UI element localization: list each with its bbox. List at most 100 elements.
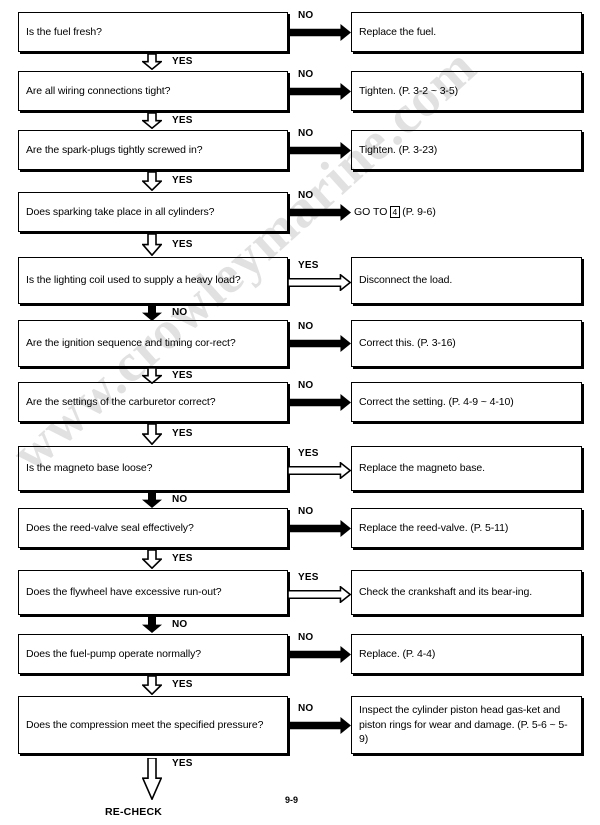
flow-label-10: NO [172, 618, 188, 630]
branch-arrow-no-11 [288, 645, 351, 663]
flow-arrow-yes-6 [142, 368, 162, 384]
terminal-recheck: RE-CHECK [105, 806, 163, 818]
flow-label-12: YES [172, 758, 193, 769]
branch-arrow-no-9 [288, 519, 351, 537]
result-text: Inspect the cylinder piston head gas-ket… [359, 704, 568, 746]
question-box-4[interactable]: Does sparking take place in all cylinder… [18, 192, 288, 232]
result-box-5[interactable]: Disconnect the load. [351, 257, 582, 304]
flow-label-2: YES [172, 114, 193, 126]
flow-label-9: YES [172, 553, 193, 564]
result-box-11[interactable]: Replace. (P. 4-4) [351, 634, 582, 674]
question-box-12[interactable]: Does the compression meet the specified … [18, 696, 288, 754]
result-text: Replace the magneto base. [359, 462, 485, 475]
branch-arrow-yes-8 [288, 462, 351, 479]
question-box-6[interactable]: Are the ignition sequence and timing cor… [18, 320, 288, 367]
question-text: Are the spark-plugs tightly screwed in? [26, 143, 203, 156]
branch-arrow-yes-5 [288, 274, 351, 291]
question-box-11[interactable]: Does the fuel-pump operate normally? [18, 634, 288, 674]
branch-label-10: YES [298, 572, 319, 583]
question-text: Are the settings of the carburetor corre… [26, 395, 216, 408]
question-box-3[interactable]: Are the spark-plugs tightly screwed in? [18, 130, 288, 170]
branch-arrow-no-6 [288, 335, 351, 352]
result-box-10[interactable]: Check the crankshaft and its bear-ing. [351, 570, 582, 615]
branch-label-6: NO [298, 321, 314, 332]
question-text: Does sparking take place in all cylinder… [26, 205, 215, 218]
question-box-8[interactable]: Is the magneto base loose? [18, 446, 288, 491]
flow-arrow-yes-7 [142, 423, 162, 445]
flow-label-1: YES [172, 55, 193, 67]
branch-label-11: NO [298, 631, 314, 643]
result-text: Replace the reed-valve. (P. 5-11) [359, 521, 509, 534]
flow-label-6: YES [172, 370, 193, 381]
branch-label-3: NO [298, 127, 314, 139]
flow-arrow-yes-9 [142, 549, 162, 569]
flow-label-8: NO [172, 494, 188, 505]
flow-arrow-yes-12 [142, 758, 162, 800]
branch-arrow-no-4 [288, 203, 351, 221]
branch-arrow-no-1 [288, 23, 351, 41]
result-box-8[interactable]: Replace the magneto base. [351, 446, 582, 491]
goto-step-number: 4 [389, 206, 400, 218]
question-box-5[interactable]: Is the lighting coil used to supply a he… [18, 257, 288, 304]
result-text: Replace the fuel. [359, 25, 437, 38]
flow-label-11: YES [172, 679, 193, 690]
result-text: Tighten. (P. 3-2 ~ 3-5) [359, 84, 458, 97]
branch-label-12: NO [298, 702, 314, 714]
result-text: Replace. (P. 4-4) [359, 647, 436, 660]
branch-arrow-no-2 [288, 82, 351, 100]
question-text: Is the lighting coil used to supply a he… [26, 274, 241, 287]
branch-label-4: NO [298, 189, 314, 201]
branch-label-5: YES [298, 260, 319, 271]
result-box-12[interactable]: Inspect the cylinder piston head gas-ket… [351, 696, 582, 754]
branch-label-1: NO [298, 9, 314, 21]
result-text: Check the crankshaft and its bear-ing. [359, 586, 533, 599]
flow-label-3: YES [172, 175, 193, 186]
goto-prefix: GO TO [354, 206, 388, 218]
question-box-9[interactable]: Does the reed-valve seal effectively? [18, 508, 288, 548]
result-text: Correct this. (P. 3-16) [359, 337, 456, 350]
result-box-3[interactable]: Tighten. (P. 3-23) [351, 130, 582, 170]
question-text: Is the magneto base loose? [26, 462, 153, 475]
question-box-1[interactable]: Is the fuel fresh? [18, 12, 288, 52]
flow-arrow-yes-4 [142, 233, 162, 256]
question-box-7[interactable]: Are the settings of the carburetor corre… [18, 382, 288, 422]
result-box-2[interactable]: Tighten. (P. 3-2 ~ 3-5) [351, 71, 582, 111]
result-text: Disconnect the load. [359, 274, 453, 287]
flow-arrow-no-8 [142, 492, 162, 508]
flow-arrow-no-5 [142, 305, 162, 321]
branch-arrow-no-7 [288, 393, 351, 411]
flow-arrow-no-10 [142, 616, 162, 633]
branch-label-7: NO [298, 379, 314, 391]
result-box-7[interactable]: Correct the setting. (P. 4-9 ~ 4-10) [351, 382, 582, 422]
flow-label-4: YES [172, 238, 193, 250]
branch-arrow-no-3 [288, 141, 351, 159]
branch-arrow-no-12 [288, 716, 351, 734]
question-text: Are all wiring connections tight? [26, 84, 171, 97]
branch-label-9: NO [298, 505, 314, 517]
result-text: Correct the setting. (P. 4-9 ~ 4-10) [359, 395, 514, 408]
flow-arrow-yes-2 [142, 112, 162, 129]
flow-arrow-yes-11 [142, 675, 162, 695]
goto-suffix: (P. 9-6) [402, 206, 436, 218]
question-box-2[interactable]: Are all wiring connections tight? [18, 71, 288, 111]
question-text: Are the ignition sequence and timing cor… [26, 337, 236, 350]
question-text: Does the reed-valve seal effectively? [26, 521, 194, 534]
question-text: Does the fuel-pump operate normally? [26, 647, 201, 660]
question-box-10[interactable]: Does the flywheel have excessive run-out… [18, 570, 288, 615]
question-text: Does the compression meet the specified … [26, 718, 264, 731]
branch-label-8: YES [298, 448, 319, 459]
branch-arrow-yes-10 [288, 586, 351, 603]
flow-label-5: NO [172, 307, 188, 318]
result-box-9[interactable]: Replace the reed-valve. (P. 5-11) [351, 508, 582, 548]
flow-label-7: YES [172, 428, 193, 439]
result-box-6[interactable]: Correct this. (P. 3-16) [351, 320, 582, 367]
flow-arrow-yes-1 [142, 53, 162, 70]
result-box-1[interactable]: Replace the fuel. [351, 12, 582, 52]
question-text: Does the flywheel have excessive run-out… [26, 586, 222, 599]
result-text: Tighten. (P. 3-23) [359, 143, 438, 156]
page-number: 9-9 [285, 795, 299, 805]
flow-arrow-yes-3 [142, 171, 162, 191]
branch-label-2: NO [298, 68, 314, 80]
question-text: Is the fuel fresh? [26, 25, 102, 38]
